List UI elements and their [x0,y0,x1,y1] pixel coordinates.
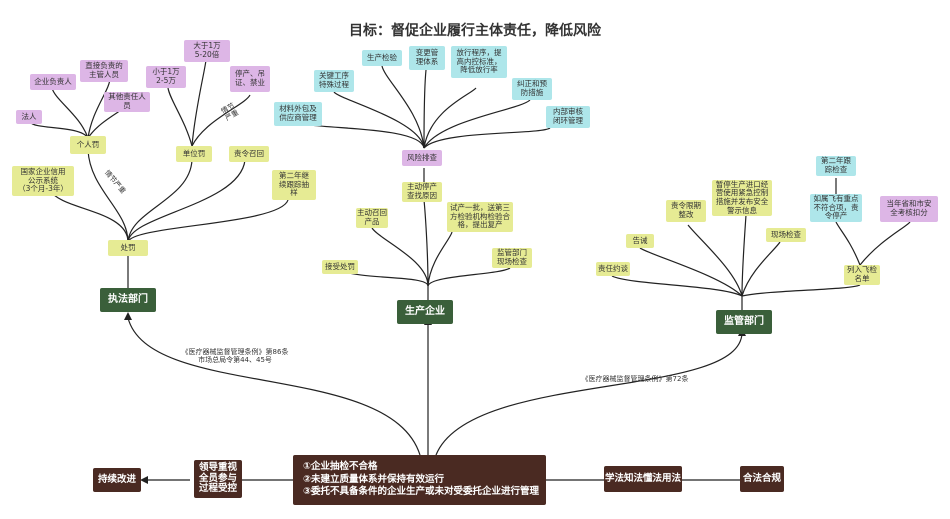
second-year-check-node: 第二年跟 踪检查 [816,156,856,176]
leadership-box: 领导重视 全员参与 过程受控 [194,460,242,498]
assessment-node: 当年省和市安 全考核扣分 [880,196,938,222]
onsite-inspection-node: 监管部门 现场检查 [492,248,532,268]
trial-production-node: 试产一批，送第三 方检验机构检验合 格，提出复产 [447,202,513,232]
trunk-left [127,317,421,456]
warning-node: 告诫 [626,234,654,248]
arrowhead-left2 [140,476,148,484]
problems-box: ①企业抽检不合格 ②未建立质量体系并保持有效运行 ③委托不具备条件的企业生产或未… [293,455,546,505]
page-title: 目标：督促企业履行主体责任，降低风险 [349,23,601,39]
flying-list-node: 列入飞检 名单 [844,265,880,285]
direct-head-node: 直接负责的 主管人员 [80,60,128,82]
responsibility-talk-node: 责任约谈 [596,262,630,276]
production-inspection-node: 生产检验 [362,50,402,66]
key-process-node: 关键工序 特殊过程 [314,70,354,92]
big-fine-node: 大于1万 5-20倍 [184,40,230,62]
compliance-box: 合法合规 [740,466,784,492]
suspend-license-node: 停产、吊 证、禁业 [230,66,270,92]
rectify-node: 责令限期 整改 [666,200,706,222]
right-regulation-label: 《医疗器械监督管理条例》第72条 [581,375,689,383]
enforcement-dept: 执法部门 [100,288,156,312]
release-procedure-node: 放行程序，提 高内控标准， 降低放行率 [451,46,507,78]
learn-law-box: 学法知法懂法用法 [604,466,682,492]
legal-person-node: 法人 [16,110,42,124]
corrective-action-node: 纠正和预 防措施 [512,78,552,100]
punish-node: 处罚 [108,240,148,256]
material-outsource-node: 材料外包及 供应商管理 [274,102,322,126]
unit-fine-node: 单位罚 [176,146,212,162]
change-management-node: 变更管 理体系 [409,46,445,70]
onsite-check-node: 现场检查 [766,228,806,242]
small-fine-node: 小于1万 2-5万 [146,66,186,88]
key-issue-node: 如属飞有重点 不符合项，责 令停产 [810,194,862,222]
continuous-improve-box: 持续改进 [93,468,141,492]
risk-check-node: 风险排查 [402,150,442,166]
arrowhead-enforcement [124,312,132,320]
production-enterprise: 生产企业 [397,300,453,324]
company-head-node: 企业负责人 [30,74,76,90]
internal-audit-node: 内部审核 闭环管理 [546,106,590,128]
order-recall-node: 责令召回 [229,146,269,162]
stop-production-node: 主动停产 查找原因 [402,182,442,202]
active-recall-node: 主动召回 产品 [356,208,388,228]
supervision-dept: 监管部门 [716,310,772,334]
other-person-node: 其他责任人 员 [104,92,150,112]
left-regulation-label: 《医疗器械监督管理条例》第86条 市场总局令第44、45号 [181,348,289,365]
suspend-import-node: 暂停生产进口经 营使用紧急控制 措施并发布安全 警示信息 [712,180,772,216]
second-year-sampling-node: 第二年继 续跟踪抽 样 [272,170,316,200]
credit-system-node: 国家企业信用 公示系统 （3个月-3年） [12,166,74,196]
accept-punish-node: 接受处罚 [322,260,358,274]
individual-fine-node: 个人罚 [70,136,106,154]
trunk-right [435,332,743,456]
